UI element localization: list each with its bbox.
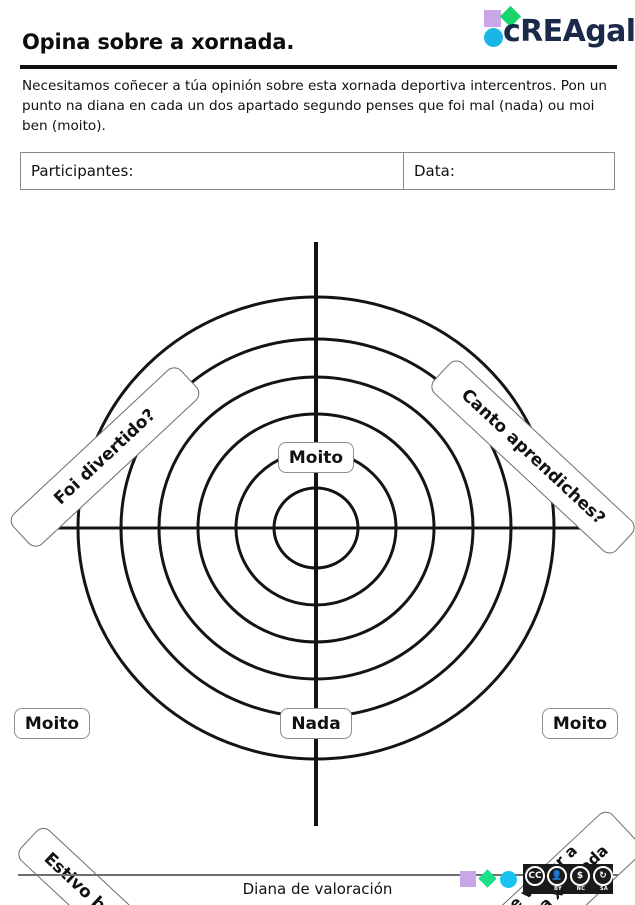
cc-by-label: BY (554, 886, 562, 892)
page-title: Opina sobre a xornada. (22, 30, 295, 54)
cyan-circle-icon (500, 871, 517, 888)
cc-sa-group: ↻ SA (593, 866, 615, 893)
header-divider (20, 65, 617, 69)
cc-by-group: 👤 BY (547, 866, 569, 893)
cc-nc-icon: $ (570, 866, 590, 886)
axis-label-text: Moito (288, 447, 344, 468)
page-header: Opina sobre a xornada. cREAgal (0, 0, 635, 72)
logo-shape-group (484, 5, 522, 47)
purple-square-icon (484, 10, 501, 27)
axis-label-top: Moito (278, 442, 354, 473)
logo-wordmark: cREAgal (503, 14, 635, 49)
axis-label-text: Nada (291, 713, 341, 734)
purple-square-icon (460, 871, 476, 887)
page-footer: Diana de valoración (0, 860, 635, 905)
footer-caption: Diana de valoración (242, 880, 393, 898)
cc-sa-label: SA (599, 886, 609, 892)
cyan-circle-icon (484, 28, 503, 47)
date-label: Data: (414, 162, 455, 180)
participants-label: Participantes: (31, 162, 134, 180)
cc-icon: CC (525, 866, 545, 886)
axis-label-right: Moito (542, 708, 618, 739)
info-table: Participantes: Data: (20, 152, 615, 190)
cc-by-icon: 👤 (547, 866, 567, 886)
creagal-logo: cREAgal (484, 5, 635, 54)
axis-label-text: Moito (552, 713, 608, 734)
axis-label-text: Moito (24, 713, 80, 734)
axis-label-center: Nada (280, 708, 352, 739)
target-diagram: Foi divertido? Canto aprendiches? Estivo… (0, 196, 635, 905)
target-rings-svg[interactable] (0, 196, 635, 856)
axis-label-left: Moito (14, 708, 90, 739)
participants-field[interactable]: Participantes: (21, 153, 404, 189)
cc-nc-label: NC (576, 886, 586, 892)
cc-nc-group: $ NC (570, 866, 592, 893)
footer-shape-group (460, 869, 520, 889)
date-field[interactable]: Data: (404, 153, 614, 189)
intro-paragraph: Necesitamos coñecer a túa opinión sobre … (22, 78, 607, 134)
cc-sa-icon: ↻ (593, 866, 613, 886)
creative-commons-badge[interactable]: CC 👤 BY $ NC ↻ SA (523, 864, 613, 894)
footer-divider (18, 874, 618, 876)
green-diamond-icon (478, 869, 497, 888)
